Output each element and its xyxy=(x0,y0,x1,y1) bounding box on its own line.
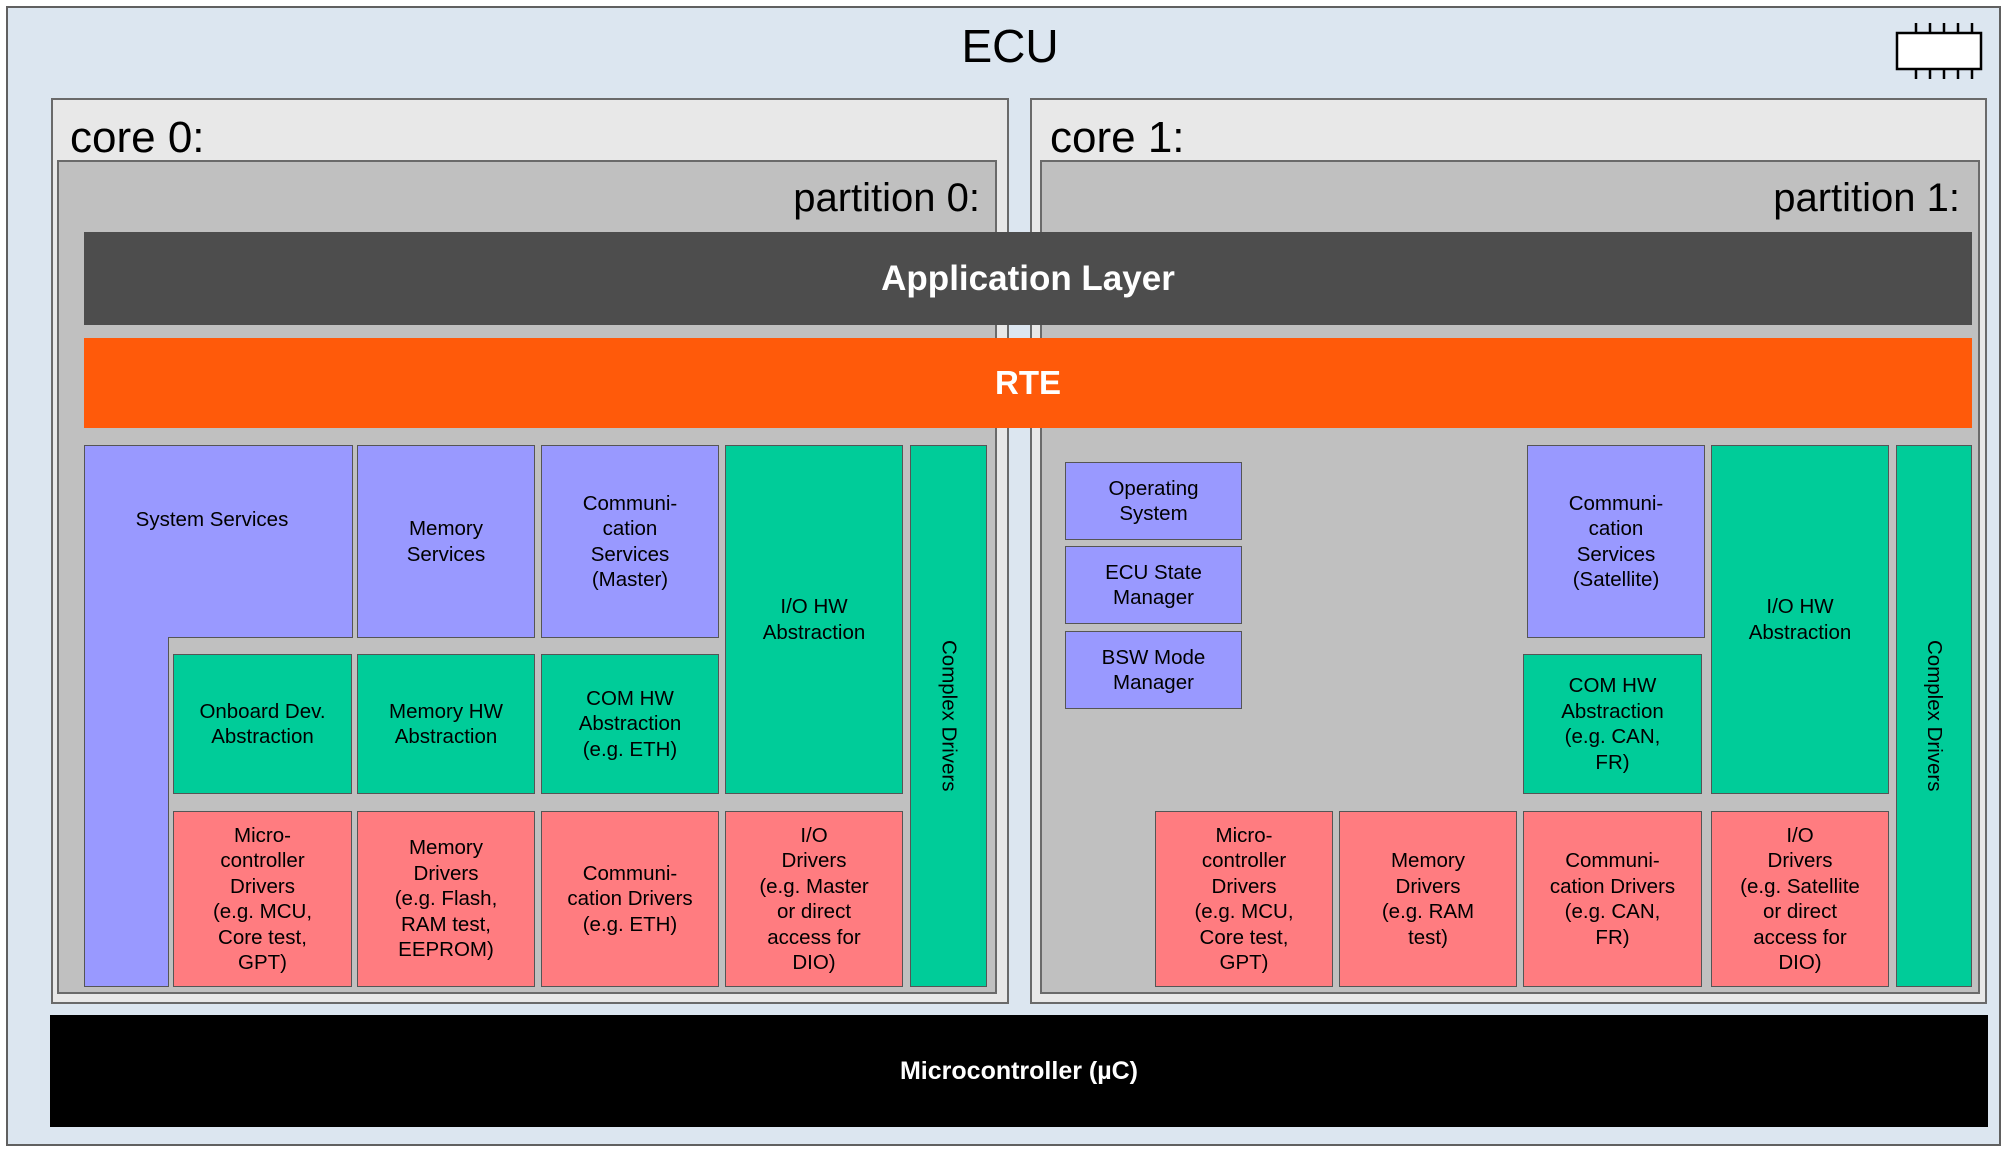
com-hw-abstraction-block-p1: COM HW Abstraction (e.g. CAN, FR) xyxy=(1523,654,1702,794)
bsw-mode-manager-block: BSW Mode Manager xyxy=(1065,631,1242,709)
complex-drivers-label: Complex Drivers xyxy=(937,640,961,792)
memory-hw-abstraction-block: Memory HW Abstraction xyxy=(357,654,535,794)
microcontroller-drivers-block: Micro- controller Drivers (e.g. MCU, Cor… xyxy=(173,811,352,987)
system-services-shape xyxy=(84,445,353,987)
ecu-title: ECU xyxy=(961,20,1059,72)
core-0-label: core 0: xyxy=(70,113,205,162)
operating-system-block: Operating System xyxy=(1065,462,1242,540)
chip-icon xyxy=(1895,23,1983,79)
memory-drivers-block-p1: Memory Drivers (e.g. RAM test) xyxy=(1339,811,1517,987)
memory-services-block: Memory Services xyxy=(357,445,535,638)
core-1-label: core 1: xyxy=(1050,113,1185,162)
io-hw-abstraction-block-p1: I/O HW Abstraction xyxy=(1711,445,1889,794)
comm-services-satellite-block: Communi- cation Services (Satellite) xyxy=(1527,445,1705,638)
complex-drivers-block-p1: Complex Drivers xyxy=(1896,445,1972,987)
partition-0-label: partition 0: xyxy=(793,176,980,220)
complex-drivers-block: Complex Drivers xyxy=(910,445,987,987)
io-drivers-block: I/O Drivers (e.g. Master or direct acces… xyxy=(725,811,903,987)
rte-layer: RTE xyxy=(84,338,1972,428)
onboard-dev-abstraction-block: Onboard Dev. Abstraction xyxy=(173,654,352,794)
microcontroller-drivers-block-p1: Micro- controller Drivers (e.g. MCU, Cor… xyxy=(1155,811,1333,987)
ecu-state-manager-block: ECU State Manager xyxy=(1065,546,1242,624)
communication-drivers-block: Communi- cation Drivers (e.g. ETH) xyxy=(541,811,719,987)
system-services-label: System Services xyxy=(135,508,289,532)
comm-services-master-block: Communi- cation Services (Master) xyxy=(541,445,719,638)
partition-1-label: partition 1: xyxy=(1773,176,1960,220)
microcontroller-layer: Microcontroller (µC) xyxy=(50,1015,1988,1127)
communication-drivers-block-p1: Communi- cation Drivers (e.g. CAN, FR) xyxy=(1523,811,1702,987)
io-drivers-block-p1: I/O Drivers (e.g. Satellite or direct ac… xyxy=(1711,811,1889,987)
complex-drivers-label-p1: Complex Drivers xyxy=(1922,640,1946,792)
io-hw-abstraction-block: I/O HW Abstraction xyxy=(725,445,903,794)
com-hw-abstraction-block: COM HW Abstraction (e.g. ETH) xyxy=(541,654,719,794)
application-layer: Application Layer xyxy=(84,232,1972,325)
memory-drivers-block: Memory Drivers (e.g. Flash, RAM test, EE… xyxy=(357,811,535,987)
